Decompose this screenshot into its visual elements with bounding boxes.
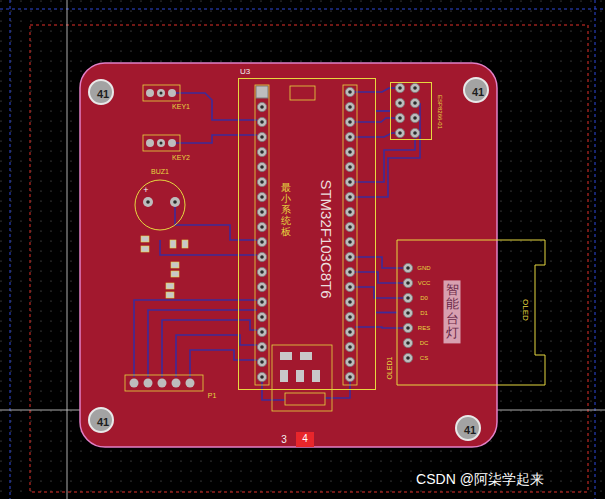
- key-switch: [143, 135, 180, 151]
- pin-name: GND: [417, 265, 430, 271]
- trace-connector: [376, 110, 390, 112]
- oled-module: OLED1OLED智能台灯: [397, 240, 545, 385]
- mounting-hole: 41: [463, 77, 489, 103]
- node-title: 41: [97, 417, 109, 428]
- silk-outline: [255, 85, 269, 385]
- node-text: STM32F103C8T6: [319, 179, 334, 298]
- mcu-module: U3STM32F103C8T6最小系统板: [238, 78, 376, 390]
- pin-name: D0: [420, 295, 428, 301]
- oled-pins: [401, 261, 415, 366]
- esp-pins: [393, 81, 423, 141]
- pin-name: RES: [418, 325, 430, 331]
- transistor-circuit: [272, 345, 332, 411]
- node-title: U3: [240, 68, 250, 76]
- callout-box: 4: [296, 432, 314, 447]
- pin-one: [256, 86, 268, 98]
- traces: [134, 88, 420, 400]
- pin-name: VCC: [418, 280, 431, 286]
- buzzer-symbol: [135, 180, 185, 230]
- silk-outline: [290, 86, 315, 100]
- node-title: 41: [97, 89, 109, 100]
- node-text: OLED: [521, 299, 529, 321]
- node-text: 智能台灯: [444, 280, 461, 343]
- part-name: P1: [208, 392, 217, 399]
- part-name: KEY2: [172, 154, 190, 161]
- trace-connector: [376, 312, 397, 314]
- board-outline: [80, 63, 497, 447]
- pin-name: D1: [420, 310, 428, 316]
- mounting-hole: 41: [88, 407, 114, 433]
- pin-name: DC: [420, 340, 429, 346]
- key-switch: [143, 85, 180, 101]
- mounting-hole: 41: [88, 79, 114, 105]
- part-name: BUZ1: [151, 168, 169, 175]
- header-pins: [345, 85, 355, 385]
- node-text: 最小系统板: [281, 182, 291, 237]
- wifi-header: ESP8266-01: [390, 82, 432, 140]
- header-pins: [257, 85, 267, 385]
- callout-number: 3: [281, 435, 287, 445]
- node-title: OLED1: [386, 357, 393, 380]
- silk-outline: [343, 85, 357, 385]
- watermark: CSDN @阿柒学起来: [416, 472, 544, 486]
- node-title: 41: [464, 425, 476, 436]
- node-title: 4: [302, 434, 308, 444]
- node-title: ESP8266-01: [437, 95, 443, 129]
- node-title: 41: [472, 87, 484, 98]
- polarity-mark: +: [143, 186, 148, 195]
- mounting-hole: 41: [455, 415, 481, 441]
- smd-parts: [141, 236, 188, 298]
- part-name: KEY1: [172, 103, 190, 110]
- pin-name: CS: [420, 355, 428, 361]
- pin-header: [125, 375, 203, 391]
